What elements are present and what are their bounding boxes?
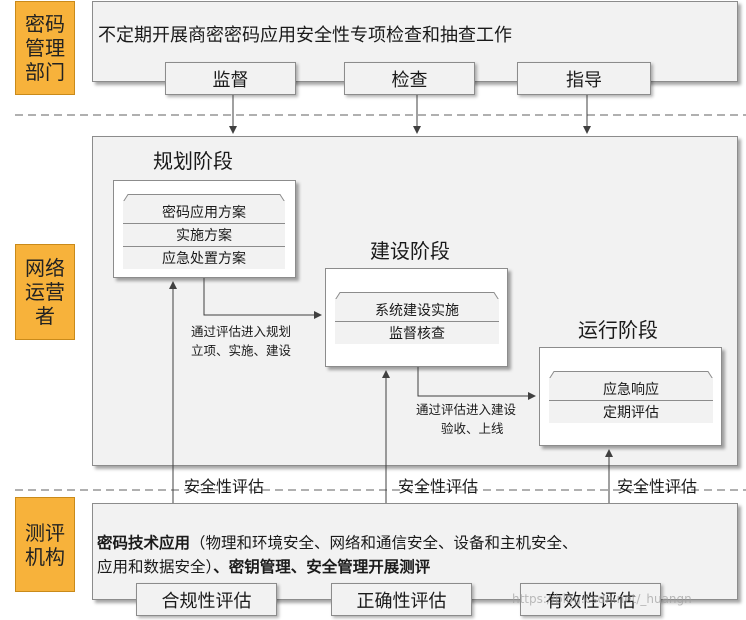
- tab-inspect: 检查: [344, 62, 475, 95]
- eval-label-planning: 安全性评估: [184, 477, 265, 496]
- tab-supervise: 监督: [165, 62, 296, 95]
- operation-folder: 应急响应 定期评估: [549, 371, 713, 423]
- list-item: 应急处置方案: [123, 246, 285, 269]
- eval-label-construction: 安全性评估: [398, 477, 479, 496]
- role-network-operator: 网络 运营 者: [15, 244, 75, 340]
- note-line: 通过评估进入建设: [416, 402, 517, 417]
- construction-folder: 系统建设实施 监督核查: [335, 292, 499, 344]
- statement-line-1: 密码技术应用（物理和环境安全、网络和通信安全、设备和主机安全、: [97, 531, 578, 555]
- role-evaluation-org: 测评 机构: [15, 497, 75, 592]
- note-line: 立项、实施、建设: [191, 343, 292, 358]
- tab-guide: 指导: [517, 62, 651, 95]
- list-item: 应急响应: [549, 378, 713, 400]
- statement-line-2: 应用和数据安全）、密钥管理、安全管理开展测评: [97, 555, 578, 579]
- role-crypto-admin: 密码 管理 部门: [15, 1, 75, 95]
- statement-text: （物理和环境安全、网络和通信安全、设备和主机安全、: [190, 534, 578, 552]
- operation-stage-box: 应急响应 定期评估: [539, 347, 722, 446]
- inspection-statement: 不定期开展商密密码应用安全性专项检查和抽查工作: [98, 25, 512, 46]
- construction-to-operation-note: 通过评估进入建设 验收、上线: [416, 400, 516, 438]
- planning-to-construction-note: 通过评估进入规划 立项、实施、建设: [191, 322, 291, 360]
- list-item: 密码应用方案: [123, 201, 285, 223]
- note-line: 验收、上线: [441, 421, 504, 436]
- note-line: 通过评估进入规划: [191, 324, 292, 339]
- list-item: 系统建设实施: [335, 299, 499, 321]
- watermark: https://blog.csdn.net/_huangn: [512, 592, 692, 606]
- statement-text: 应用和数据安全）: [97, 558, 214, 576]
- list-item: 监督核查: [335, 321, 499, 344]
- construction-stage-title: 建设阶段: [370, 239, 450, 263]
- operation-stage-title: 运行阶段: [578, 318, 658, 342]
- planning-stage-title: 规划阶段: [153, 149, 233, 173]
- list-item: 定期评估: [549, 400, 713, 423]
- statement-bold: 、密钥管理、安全管理开展测评: [213, 558, 431, 576]
- tab-effectiveness-assessment: 有效性评估: [520, 583, 661, 616]
- tab-correctness-assessment: 正确性评估: [331, 583, 472, 616]
- tab-compliance-assessment: 合规性评估: [136, 583, 277, 616]
- evaluation-statement: 密码技术应用（物理和环境安全、网络和通信安全、设备和主机安全、 应用和数据安全）…: [97, 531, 578, 579]
- construction-stage-box: 系统建设实施 监督核查: [325, 268, 508, 367]
- list-item: 实施方案: [123, 223, 285, 246]
- arrow-planning-to-construction: [203, 278, 322, 319]
- planning-stage-box: 密码应用方案 实施方案 应急处置方案: [113, 180, 296, 278]
- planning-folder: 密码应用方案 实施方案 应急处置方案: [123, 194, 285, 269]
- arrow-construction-to-operation: [417, 367, 536, 400]
- eval-label-operation: 安全性评估: [617, 477, 698, 496]
- statement-bold: 密码技术应用: [97, 534, 191, 552]
